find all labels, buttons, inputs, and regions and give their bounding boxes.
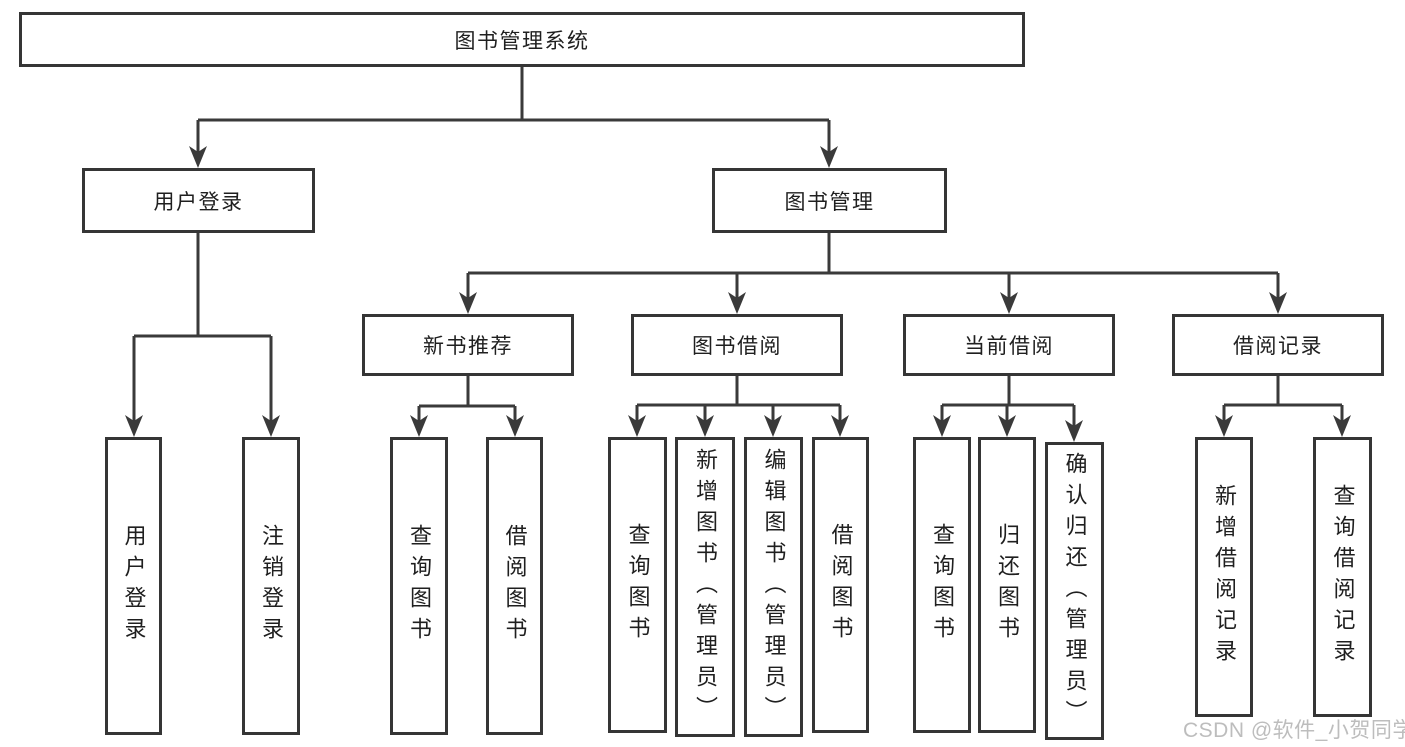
leaf-confirm-return-admin: 确认归还（管理员） <box>1045 442 1104 740</box>
node-new-book-recommend: 新书推荐 <box>362 314 574 376</box>
connector-current-borrowing-branch <box>940 376 1076 438</box>
arrow-down-icon <box>410 415 428 437</box>
arrow-down-icon <box>628 415 646 437</box>
connector-borrowing-branch <box>635 376 842 433</box>
node-label: 注销登录 <box>259 524 284 648</box>
node-label: 借阅记录 <box>1233 335 1323 358</box>
arrow-down-icon <box>125 415 143 437</box>
node-label: 借阅图书 <box>828 523 854 647</box>
node-label: 当前借阅 <box>964 335 1054 358</box>
arrow-down-icon <box>831 415 849 437</box>
node-label: 图书管理系统 <box>454 29 590 53</box>
node-label: 图书借阅 <box>692 335 782 358</box>
arrow-down-icon <box>696 415 714 437</box>
arrow-down-icon <box>262 415 280 437</box>
arrow-down-icon <box>728 292 746 314</box>
node-label: 用户登录 <box>121 524 147 648</box>
connector-records-branch <box>1222 376 1344 433</box>
arrow-down-icon <box>933 415 951 437</box>
node-library-system: 图书管理系统 <box>19 12 1025 67</box>
node-borrowing-records: 借阅记录 <box>1172 314 1384 376</box>
node-label: 查询借阅记录 <box>1330 484 1356 670</box>
leaf-add-borrow-record: 新增借阅记录 <box>1195 437 1253 717</box>
leaf-user-login: 用户登录 <box>105 437 162 735</box>
node-label: 确认归还（管理员） <box>1062 451 1088 731</box>
node-book-management: 图书管理 <box>712 168 947 233</box>
leaf-logout: 注销登录 <box>242 437 300 735</box>
node-label: 归还图书 <box>995 523 1020 647</box>
node-label: 用户登录 <box>153 190 244 214</box>
arrow-down-icon <box>998 415 1016 437</box>
arrow-down-icon <box>1269 292 1287 314</box>
connector-book-management-branch <box>466 233 1280 310</box>
leaf-query-borrow-record: 查询借阅记录 <box>1313 437 1372 717</box>
arrow-down-icon <box>1000 292 1018 314</box>
node-label: 借阅图书 <box>502 524 528 648</box>
leaf-borrow-books-borrowing: 借阅图书 <box>812 437 869 733</box>
leaf-borrow-books-recommend: 借阅图书 <box>486 437 543 735</box>
arrow-down-icon <box>820 146 838 168</box>
arrow-down-icon <box>506 415 524 437</box>
arrow-down-icon <box>1333 415 1351 437</box>
node-book-borrowing: 图书借阅 <box>631 314 843 376</box>
leaf-edit-books-admin: 编辑图书（管理员） <box>744 437 803 737</box>
leaf-query-books-recommend: 查询图书 <box>390 437 448 735</box>
connector-user-login-branch <box>132 233 273 433</box>
arrow-down-icon <box>1215 415 1233 437</box>
node-label: 查询图书 <box>407 524 432 648</box>
node-user-login: 用户登录 <box>82 168 315 233</box>
csdn-watermark: CSDN @软件_小贺同学 <box>1183 719 1405 742</box>
arrow-down-icon <box>764 415 782 437</box>
leaf-query-books-current: 查询图书 <box>913 437 971 733</box>
node-label: 编辑图书（管理员） <box>761 447 787 727</box>
node-label: 图书管理 <box>784 190 875 214</box>
node-label: 查询图书 <box>930 523 955 647</box>
connector-new-book-branch <box>417 376 517 433</box>
arrowheads <box>125 146 1351 442</box>
node-label: 新增借阅记录 <box>1212 484 1237 670</box>
arrow-down-icon <box>459 292 477 314</box>
arrow-down-icon <box>189 146 207 168</box>
node-label: 新书推荐 <box>423 335 513 358</box>
node-label: 新增图书（管理员） <box>693 447 718 727</box>
node-label: 查询图书 <box>625 523 651 647</box>
connector-root-to-level2 <box>196 67 831 164</box>
leaf-return-books: 归还图书 <box>978 437 1036 733</box>
leaf-query-books-borrowing: 查询图书 <box>608 437 667 733</box>
leaf-add-books-admin: 新增图书（管理员） <box>675 437 735 737</box>
node-current-borrowing: 当前借阅 <box>903 314 1115 376</box>
arrow-down-icon <box>1065 420 1083 442</box>
